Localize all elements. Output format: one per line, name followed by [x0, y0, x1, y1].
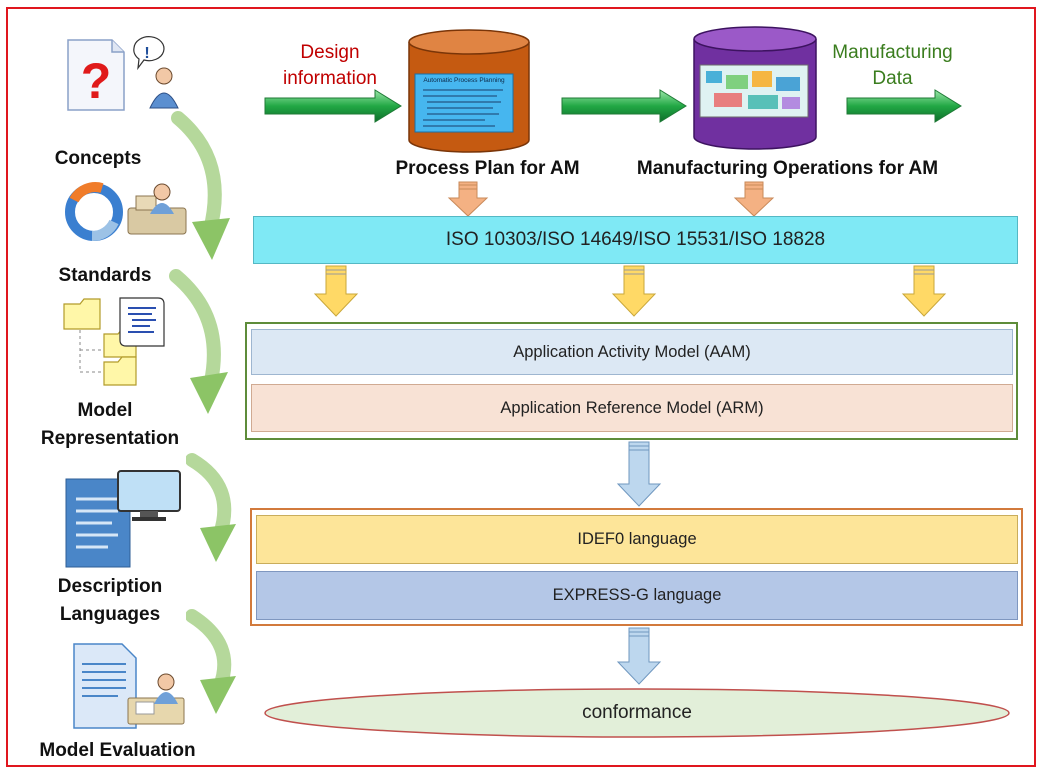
arm-box: Application Reference Model (ARM): [251, 384, 1013, 432]
step-standards: Standards: [58, 265, 152, 286]
models-group: [245, 322, 1018, 440]
folder-tree-icon: [63, 297, 165, 386]
standards-bar: ISO 10303/ISO 14649/ISO 15531/ISO 18828: [253, 216, 1018, 264]
curved-arrow-4-icon: [186, 609, 236, 714]
design-information-label: Design information: [270, 40, 390, 92]
concepts-cycle-icon: [65, 182, 187, 242]
conformance-label: conformance: [582, 702, 692, 723]
down-arrow-operations: [733, 181, 775, 217]
down-arrow-yellow-3: [901, 265, 947, 317]
inner-card-title: Automatic Process Planning: [423, 77, 505, 84]
manufacturing-operations-cylinder: [693, 26, 817, 150]
manufacturing-line1: Manufacturing: [832, 42, 953, 63]
process-plan-cylinder: [408, 29, 530, 153]
curved-arrow-2-icon: [169, 269, 228, 414]
down-arrow-yellow-1: [313, 265, 359, 317]
down-arrow-process: [447, 181, 489, 217]
down-arrow-blue-1: [616, 441, 662, 507]
svg-text:?: ?: [81, 53, 112, 109]
manufacturing-line2: Data: [872, 68, 913, 89]
step-representation: Representation: [40, 428, 180, 449]
model-evaluation-icon: [73, 643, 185, 729]
curved-arrow-1-icon: [171, 111, 230, 260]
manufacturing-data-label: Manufacturing Data: [815, 40, 970, 92]
document-monitor-icon: [65, 470, 181, 568]
step-model: Model: [77, 400, 133, 421]
svg-text:!: !: [144, 45, 149, 62]
step-languages: Languages: [59, 604, 161, 625]
aam-box: Application Activity Model (AAM): [251, 329, 1013, 375]
design-line1: Design: [300, 42, 360, 63]
flow-arrow-2: [561, 89, 687, 123]
question-document-icon: ? !: [67, 36, 179, 111]
step-model-evaluation: Model Evaluation: [39, 740, 196, 761]
languages-group: [250, 508, 1023, 626]
design-line2: information: [283, 68, 377, 89]
idef0-box: IDEF0 language: [256, 515, 1018, 564]
step-description: Description: [57, 576, 163, 597]
flow-arrow-3: [846, 89, 962, 123]
down-arrow-yellow-2: [611, 265, 657, 317]
flow-arrow-1: [264, 89, 402, 123]
step-concepts: Concepts: [54, 148, 142, 169]
down-arrow-blue-2: [616, 627, 662, 685]
outer-frame: [6, 7, 1036, 767]
conformance-ellipse: [264, 688, 1010, 738]
express-g-box: EXPRESS-G language: [256, 571, 1018, 620]
process-plan-label: Process Plan for AM: [395, 158, 580, 179]
operations-label: Manufacturing Operations for AM: [636, 158, 939, 179]
curved-arrow-3-icon: [186, 453, 236, 562]
